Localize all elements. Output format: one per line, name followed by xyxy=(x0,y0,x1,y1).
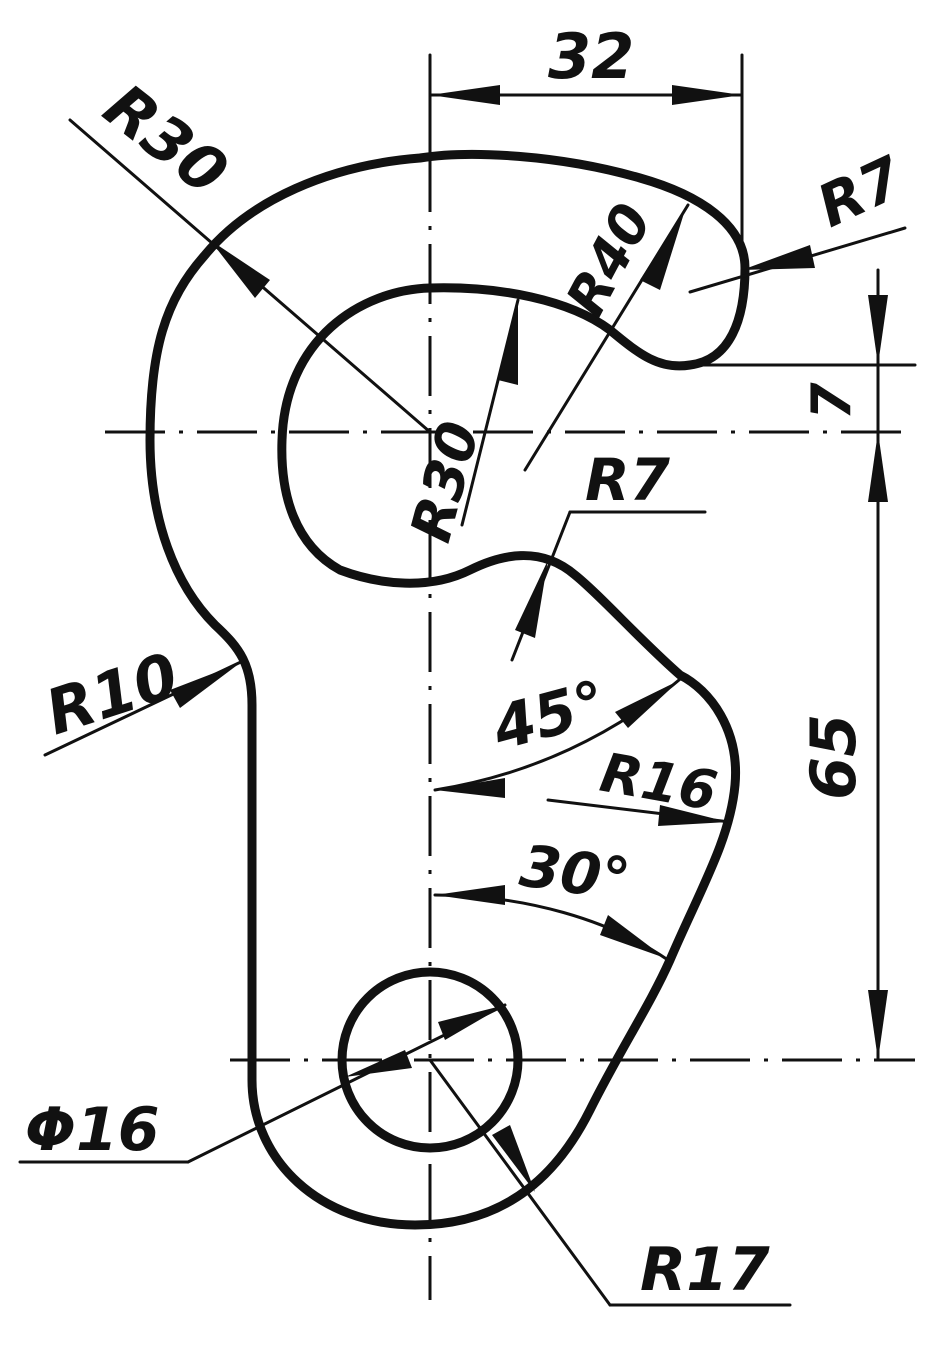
dia-16-label: Φ16 xyxy=(25,1095,160,1165)
angle-30-dimension: 30° xyxy=(433,832,670,962)
dim-7-label: 7 xyxy=(800,382,863,420)
r17-leader: R17 xyxy=(428,1058,792,1307)
r10-label: R10 xyxy=(37,638,187,749)
r30-inner-label: R30 xyxy=(399,415,493,549)
center-lines xyxy=(105,60,915,1300)
dim-65-label: 65 xyxy=(797,714,870,800)
r17-label: R17 xyxy=(640,1235,770,1305)
dimension-32: 32 xyxy=(428,20,744,252)
r40-label: R40 xyxy=(554,193,664,326)
dimension-7-65: 7 65 xyxy=(698,268,917,1062)
r16-label: R16 xyxy=(596,741,722,823)
r30-outer-leader: R30 xyxy=(68,69,432,434)
angle-45-label: 45° xyxy=(485,667,614,764)
r7-hook-label: R7 xyxy=(807,143,913,241)
r7-notch-label: R7 xyxy=(585,446,671,514)
r10-leader: R10 xyxy=(37,638,247,757)
hole-circle xyxy=(337,967,523,1153)
dia-16-leader: Φ16 xyxy=(18,1003,507,1165)
r7-notch-leader: R7 xyxy=(510,446,707,662)
part-outer-contour xyxy=(145,149,750,1230)
r30-outer-label: R30 xyxy=(91,69,242,209)
r30-inner-leader: R30 xyxy=(399,298,520,549)
r16-leader: R16 xyxy=(546,741,732,826)
angle-30-label: 30° xyxy=(516,832,634,915)
dim-32-label: 32 xyxy=(548,20,634,93)
